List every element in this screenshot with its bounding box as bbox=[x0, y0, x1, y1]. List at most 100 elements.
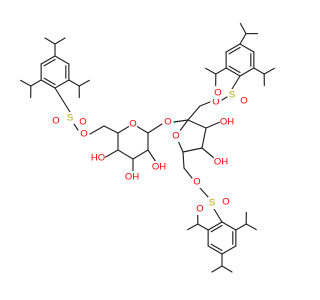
oxygen-atom: O bbox=[196, 204, 203, 215]
bond-line bbox=[54, 87, 71, 113]
hydroxyl-group: OH bbox=[220, 117, 234, 128]
oxygen-atom: O bbox=[193, 177, 200, 188]
bond-line bbox=[231, 75, 241, 90]
benzene-ring-upper-right bbox=[239, 43, 255, 53]
bond-line bbox=[89, 125, 105, 135]
benzene-ring-upper-right-double-bond bbox=[228, 46, 241, 55]
furanose-ring bbox=[182, 147, 203, 153]
ring-oxygen-atom: O bbox=[129, 119, 136, 130]
benzene-ring-lower-right-double-bond bbox=[210, 243, 223, 252]
benzene-ring-left bbox=[54, 55, 70, 65]
bond-line bbox=[221, 96, 228, 101]
benzene-ring-left-double-bond bbox=[43, 77, 56, 86]
benzene-ring-lower-right bbox=[221, 245, 237, 255]
hydroxyl-group: HO bbox=[91, 153, 105, 164]
oxygen-atom-background bbox=[239, 95, 249, 107]
isopropyl-group bbox=[245, 223, 257, 231]
oxygen-atom: O bbox=[222, 197, 229, 208]
bond-line bbox=[183, 167, 193, 179]
isopropyl-group bbox=[197, 223, 209, 231]
benzene-ring-upper-right bbox=[225, 67, 241, 77]
hydroxyl-group: OH bbox=[214, 157, 228, 168]
ring-oxygen-atom-background bbox=[171, 130, 181, 142]
oxygen-atom: O bbox=[80, 129, 87, 140]
isopropyl-group bbox=[68, 79, 80, 87]
bond-line bbox=[73, 123, 79, 131]
bond-line bbox=[213, 208, 223, 223]
bond-line bbox=[103, 149, 119, 159]
hydroxyl-group: OH bbox=[125, 172, 139, 183]
oxygen-atom-background bbox=[78, 116, 88, 128]
bond-lines bbox=[20, 22, 275, 273]
isopropyl-group bbox=[239, 33, 247, 45]
hydroxyl-group: OH bbox=[152, 162, 166, 173]
isopropyl-group bbox=[221, 265, 233, 273]
hydroxyl-group-background bbox=[124, 171, 140, 183]
isopropyl-group bbox=[44, 37, 56, 45]
benzene-ring-left bbox=[54, 79, 70, 89]
oxygen-atom-background bbox=[211, 96, 221, 108]
bond-line bbox=[205, 121, 221, 129]
bond-line bbox=[201, 147, 215, 159]
benzene-ring-left bbox=[40, 55, 56, 65]
bond-line bbox=[187, 105, 201, 121]
hydroxyl-group-background bbox=[151, 161, 167, 173]
glycosidic-oxygen-atom-background bbox=[163, 116, 173, 128]
benzene-ring-lower-right-double-bond bbox=[210, 224, 223, 233]
sulfur-atom-background bbox=[227, 89, 237, 101]
benzene-ring-left bbox=[40, 79, 56, 89]
furanose-ring bbox=[187, 119, 207, 129]
benzene-ring-upper-right bbox=[239, 67, 255, 77]
oxygen-atom-background bbox=[213, 87, 223, 99]
oxygen-atom-background bbox=[79, 128, 89, 140]
benzene-ring-upper-right-double-bond bbox=[228, 65, 241, 74]
ring-oxygen-atom-background bbox=[128, 118, 138, 130]
benzene-ring-upper-right bbox=[225, 43, 241, 53]
isopropyl-group bbox=[235, 223, 247, 231]
bond-line bbox=[147, 149, 157, 163]
sulfur-atom: S bbox=[229, 90, 235, 101]
hydroxyl-group-background bbox=[219, 116, 235, 128]
hydroxyl-group-background bbox=[213, 156, 229, 168]
sulfur-atom: S bbox=[67, 113, 73, 124]
bond-line bbox=[199, 101, 211, 107]
bond-line bbox=[173, 119, 189, 123]
isopropyl-group bbox=[215, 67, 227, 75]
benzene-ring-lower-right bbox=[207, 245, 223, 255]
isopropyl-group bbox=[20, 79, 32, 87]
isopropyl-group bbox=[239, 22, 247, 35]
sulfur-atom-background bbox=[207, 197, 217, 209]
isopropyl-group bbox=[205, 67, 217, 75]
bond-line bbox=[182, 151, 185, 169]
oxygen-atom: O bbox=[52, 116, 59, 127]
oxygen-atom-background bbox=[192, 176, 202, 188]
oxygen-atom-background bbox=[221, 196, 231, 208]
glycosidic-oxygen-atom: O bbox=[164, 117, 171, 128]
isopropyl-group bbox=[263, 67, 275, 75]
benzene-ring-lower-right bbox=[221, 221, 237, 231]
oxygen-atom-background bbox=[51, 115, 61, 127]
hydroxyl-group-background bbox=[90, 152, 106, 164]
bond-line bbox=[103, 125, 119, 134]
isopropyl-group bbox=[253, 67, 265, 75]
pyranose-ring bbox=[117, 149, 134, 160]
isopropyl-group bbox=[54, 37, 66, 45]
benzene-ring-left-double-bond bbox=[43, 58, 56, 67]
sulfur-atom-background bbox=[65, 112, 75, 124]
pyranose-ring bbox=[132, 149, 149, 160]
oxygen-atom: O bbox=[240, 96, 247, 107]
oxygen-atom: O bbox=[79, 117, 86, 128]
isopropyl-group bbox=[30, 79, 42, 87]
oxygen-atom: O bbox=[212, 97, 219, 108]
oxygen-atom: O bbox=[214, 88, 221, 99]
isopropyl-group bbox=[187, 223, 199, 231]
bond-line bbox=[147, 123, 163, 134]
bond-line bbox=[199, 187, 210, 199]
isopropyl-group bbox=[78, 79, 90, 87]
isopropyl-group bbox=[211, 265, 223, 273]
sulfur-atom: S bbox=[209, 198, 215, 209]
oxygen-atom-background bbox=[195, 203, 205, 215]
benzene-ring-lower-right bbox=[207, 221, 223, 231]
